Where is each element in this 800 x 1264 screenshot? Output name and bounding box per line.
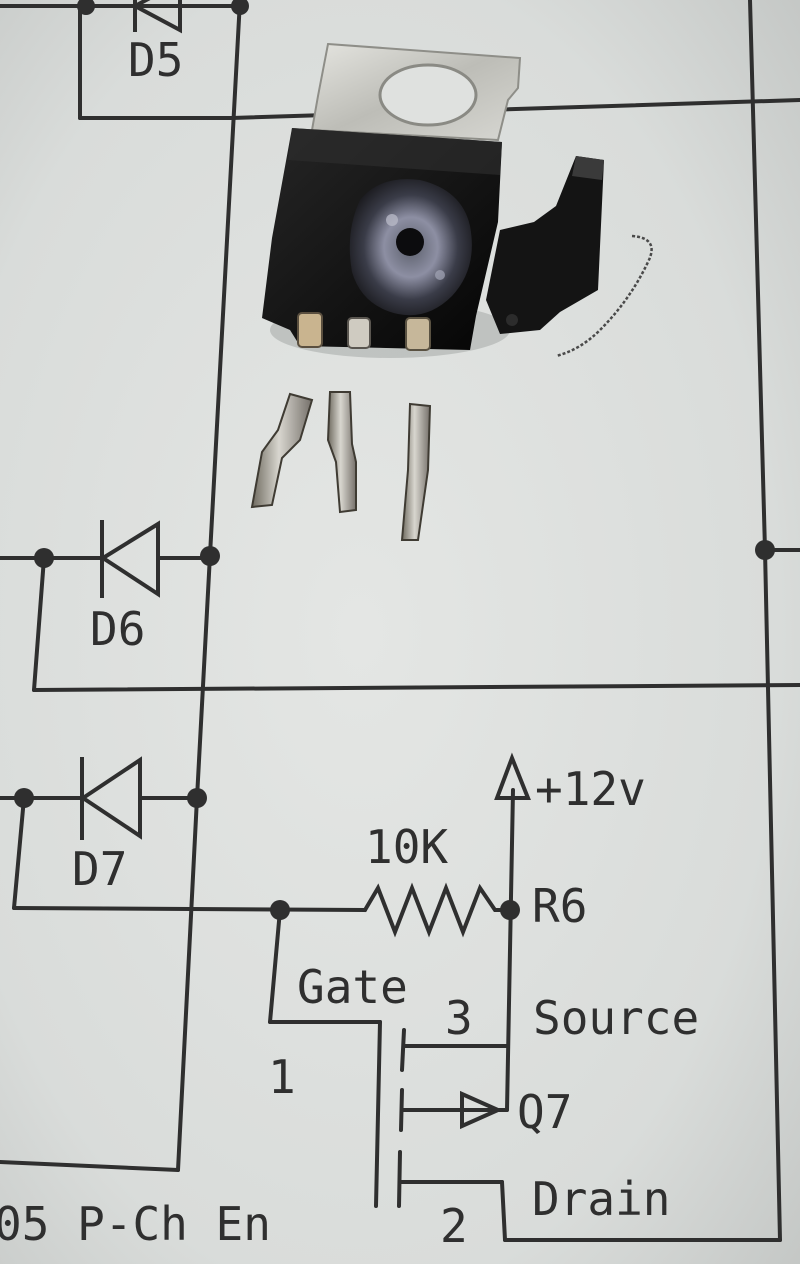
- mounting-hole: [378, 63, 478, 127]
- resistor-ref-label: R6: [532, 879, 587, 933]
- diode-d6-label: D6: [90, 602, 145, 656]
- diode-d7-symbol: [79, 756, 142, 840]
- junction-dots: [14, 0, 775, 920]
- supply-label: +12v: [535, 762, 646, 816]
- burnt-mosfet: [262, 42, 604, 358]
- caption-label: 05 P-Ch En: [0, 1197, 271, 1251]
- pin-gate-label: 1: [268, 1050, 296, 1104]
- detached-leads: [250, 391, 432, 541]
- gate-label: Gate: [297, 960, 408, 1014]
- broken-fragment: [486, 156, 604, 334]
- diode-d5-label: D5: [128, 33, 183, 87]
- resistor-value-label: 10K: [365, 820, 448, 874]
- source-label: Source: [533, 991, 699, 1045]
- diode-d7-label: D7: [72, 842, 127, 896]
- pencil-mark: [555, 234, 653, 358]
- transistor-ref-label: Q7: [517, 1085, 572, 1139]
- diode-d6-symbol: [99, 520, 160, 598]
- pin-drain-label: 2: [440, 1199, 468, 1253]
- diode-d5-symbol: [130, 0, 182, 34]
- pin-source-label: 3: [445, 991, 473, 1045]
- drain-label: Drain: [532, 1172, 670, 1226]
